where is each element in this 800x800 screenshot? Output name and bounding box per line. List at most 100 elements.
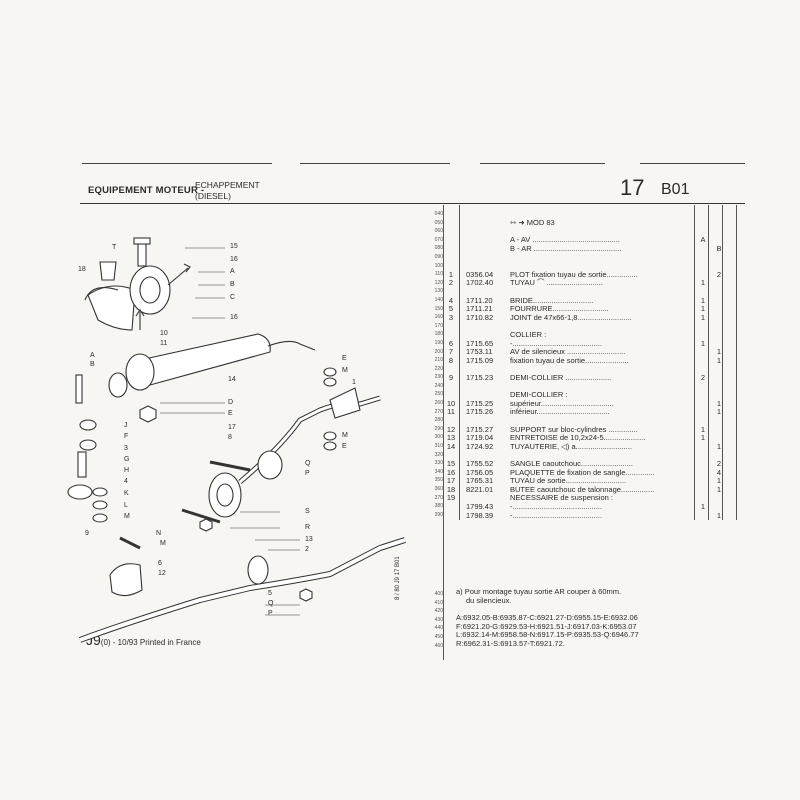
line-number: 420 — [434, 608, 443, 615]
line-number: 080 — [434, 245, 443, 252]
top-rule-3 — [480, 163, 605, 164]
cell-desc: inférieur...............................… — [510, 407, 610, 417]
table-rule-idx — [459, 205, 460, 520]
table-rule-right — [736, 205, 737, 520]
line-number: 410 — [434, 599, 443, 606]
line-number: 040 — [434, 211, 443, 217]
cell-qa: 1 — [700, 304, 706, 314]
cell-desc: BUTEE caoutchouc de talonnage...........… — [510, 484, 655, 494]
line-number: 250 — [434, 391, 443, 398]
cell-desc: DEMI-COLLIER ...................... — [510, 372, 612, 382]
label-6: 6 — [158, 560, 162, 567]
line-number: 190 — [434, 339, 443, 346]
label-18: 18 — [78, 266, 86, 273]
label-11: 11 — [160, 340, 168, 347]
cell-qa: 1 — [700, 424, 706, 434]
cell-idx: 8 — [448, 355, 454, 365]
line-number: 150 — [434, 305, 443, 312]
label-H: H — [124, 467, 130, 474]
cell-desc: FOURRURE........................... — [510, 304, 609, 314]
label-16b: 16 — [230, 314, 238, 321]
cell-qa: 1 — [700, 433, 706, 443]
cell-ref: 1715.25 — [466, 398, 494, 408]
line-number: 170 — [434, 322, 443, 329]
cell-idx: 10 — [446, 398, 456, 408]
cell-ref: 1715.23 — [466, 372, 494, 382]
cell-desc: fixation tuyau de sortie................… — [510, 355, 629, 365]
line-number: 060 — [434, 228, 443, 235]
cell-desc: -.......................................… — [510, 510, 603, 520]
label-R: R — [305, 524, 311, 531]
label-F: F — [124, 433, 129, 440]
label-P2: P — [268, 610, 273, 617]
cell-qb: 1 — [716, 398, 722, 408]
top-rule-1 — [82, 163, 272, 164]
nut-r — [199, 518, 213, 532]
line-number: 220 — [434, 365, 443, 372]
label-M3: M — [342, 432, 348, 439]
cell-ref: 1715.26 — [466, 407, 494, 417]
label-G: G — [124, 456, 130, 463]
table-row: 1798.39-................................… — [444, 511, 744, 520]
cell-desc: DEMI-COLLIER : — [510, 390, 568, 400]
cell-qb: B — [716, 243, 722, 253]
label-M4: M — [160, 540, 166, 547]
top-rule-4 — [640, 163, 745, 164]
line-number: 110 — [435, 271, 443, 278]
cell-desc: ⇿ ➜ MOD 83 — [510, 218, 555, 228]
cell-qb: 2 — [716, 269, 722, 279]
nut-p — [299, 588, 313, 602]
line-number: 340 — [434, 468, 443, 475]
cell-desc: A - AV .................................… — [510, 235, 620, 245]
cell-desc: TUYAU ⌒ ........................... — [510, 278, 603, 288]
strap — [84, 287, 119, 301]
tail-bracket — [329, 387, 361, 419]
cell-desc: PLOT fixation tuyau de sortie...........… — [510, 269, 638, 279]
cell-qb: 1 — [716, 476, 722, 486]
code-line: F:6921.20-G:6929.53-H:6921.51-J:6917.03-… — [456, 621, 637, 631]
table-rule-qb-right — [722, 205, 723, 520]
line-number: 260 — [434, 400, 443, 407]
label-N: N — [156, 530, 162, 537]
subtitle-line-1: ECHAPPEMENT — [195, 180, 260, 190]
cell-desc: NECESSAIRE de suspension : — [510, 493, 613, 503]
cell-desc: TUYAUTERIE, ◁) a........................… — [510, 441, 632, 451]
cell-qa: 1 — [700, 501, 706, 511]
label-B-left: B — [90, 361, 95, 368]
cell-ref: 1715.09 — [466, 355, 494, 365]
section-code: B01 — [661, 181, 690, 198]
code-line: R:6962.31-S:6913.57-T:6921.72. — [456, 639, 565, 649]
cell-qb: 1 — [716, 347, 722, 357]
label-8: 8 — [228, 434, 232, 441]
line-number: 430 — [434, 616, 443, 623]
cell-ref: 1715.65 — [466, 338, 494, 348]
footnote-line-2: du silencieux. — [466, 596, 512, 605]
footer-code-suffix: (0) - 10/93 Printed in France — [100, 638, 201, 647]
line-number: 160 — [434, 314, 443, 321]
line-number: 140 — [434, 296, 443, 303]
top-rule-2 — [300, 163, 450, 164]
intermediate-silencer — [208, 472, 242, 518]
line-number: 280 — [434, 417, 443, 424]
cell-qb: 1 — [716, 510, 722, 520]
cell-idx: 4 — [448, 295, 454, 305]
cell-desc: SANGLE caoutchouc.......................… — [510, 458, 633, 468]
hardware-codes: A:6932.05-B:6935.87-C:6921.27-D:6955.15-… — [456, 613, 639, 649]
label-Q2: Q — [268, 600, 274, 607]
cell-qa: 2 — [700, 372, 706, 382]
collar-8 — [257, 450, 283, 480]
code-line: L:6932.14-M:6958.58-N:6917.15-P:6935.53-… — [456, 630, 639, 640]
label-12: 12 — [158, 570, 166, 577]
line-number: 240 — [434, 382, 443, 389]
gasket-3 — [67, 484, 93, 500]
line-number: 130 — [434, 288, 443, 295]
cell-ref: 0356.04 — [466, 269, 494, 279]
table-row: B - AR .................................… — [444, 244, 744, 253]
label-9: 9 — [85, 530, 89, 537]
